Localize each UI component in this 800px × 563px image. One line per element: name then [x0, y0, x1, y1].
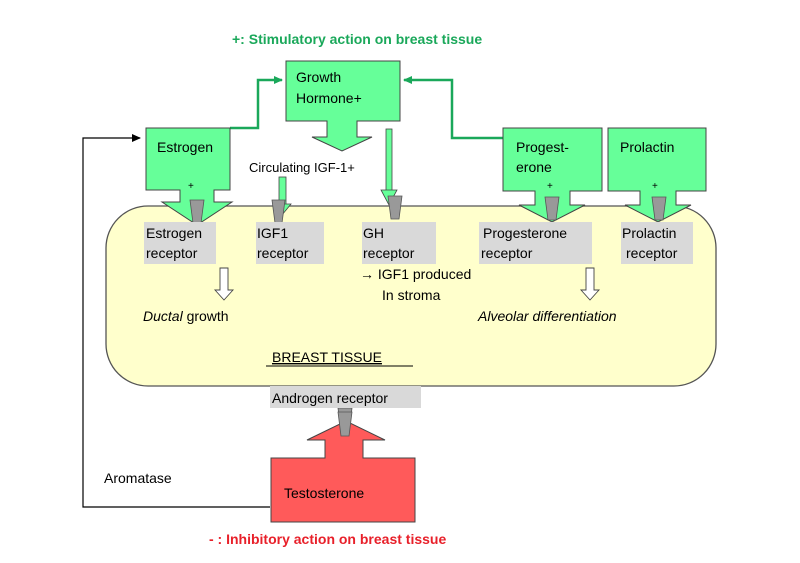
- gh-effect-line1: → IGF1 produced: [360, 266, 471, 282]
- stimulatory-legend: +: Stimulatory action on breast tissue: [232, 31, 482, 47]
- circulating-igf1-label: Circulating IGF-1+: [249, 160, 355, 175]
- progesterone-plus-sign: +: [547, 181, 553, 192]
- ductal-italic: Ductal: [143, 308, 184, 324]
- testosterone-node: Testosterone: [270, 420, 416, 523]
- progesterone-receptor-line2: receptor: [481, 245, 533, 261]
- prolactin-plus-sign: +: [652, 181, 658, 192]
- growth-hormone-node: Growth Hormone+: [285, 60, 401, 152]
- progesterone-receptor-plug: [544, 196, 560, 221]
- prolactin-receptor-line2: receptor: [626, 245, 678, 261]
- progesterone-node: Progest- erone +: [502, 127, 603, 223]
- igf1-receptor: IGF1 receptor: [256, 222, 324, 264]
- aromatase-feedback-arrow: [82, 134, 270, 508]
- alveolar-differentiation-arrow: [579, 267, 601, 301]
- estrogen-to-gh-connector: [230, 76, 283, 130]
- estrogen-receptor-line2: receptor: [146, 245, 198, 261]
- gh-receptor-line2: receptor: [363, 245, 415, 261]
- progesterone-to-gh-connector: [403, 76, 508, 140]
- estrogen-label: Estrogen: [157, 139, 213, 155]
- breast-tissue-title: BREAST TISSUE: [272, 349, 382, 365]
- igf1-receptor-line2: receptor: [257, 245, 309, 261]
- progesterone-receptor-line1: Progesterone: [483, 225, 567, 241]
- prolactin-receptor: Prolactin receptor: [621, 222, 693, 264]
- androgen-receptor: Androgen receptor: [270, 386, 421, 408]
- aromatase-label: Aromatase: [104, 470, 172, 486]
- estrogen-receptor-line1: Estrogen: [146, 225, 202, 241]
- gh-receptor: GH receptor: [362, 222, 436, 264]
- prolactin-label: Prolactin: [620, 139, 674, 155]
- estrogen-receptor: Estrogen receptor: [144, 222, 216, 264]
- androgen-receptor-plug-lower: [337, 411, 353, 437]
- alveolar-differentiation-label: Alveolar differentiation: [477, 308, 617, 324]
- gh-label-line1: Growth: [296, 69, 341, 85]
- prolactin-node: Prolactin +: [607, 127, 707, 223]
- progesterone-receptor: Progesterone receptor: [479, 222, 592, 264]
- igf1-receptor-line1: IGF1: [257, 225, 288, 241]
- ductal-rest: growth: [183, 308, 229, 324]
- gh-receptor-plug: [387, 195, 403, 220]
- inhibitory-legend: - : Inhibitory action on breast tissue: [209, 531, 446, 547]
- ductal-growth-label: Ductal growth: [143, 308, 229, 324]
- ductal-growth-arrow: [213, 267, 235, 301]
- gh-to-receptor-arrow: [380, 128, 398, 206]
- testosterone-label: Testosterone: [284, 485, 364, 501]
- gh-label-line2: Hormone+: [296, 90, 362, 106]
- gh-receptor-line1: GH: [363, 225, 384, 241]
- prolactin-receptor-line1: Prolactin: [622, 225, 676, 241]
- progesterone-label-line1: Progest-: [516, 139, 569, 155]
- estrogen-plus-sign: +: [188, 181, 194, 192]
- estrogen-node: Estrogen +: [145, 127, 234, 226]
- androgen-receptor-label: Androgen receptor: [272, 390, 388, 406]
- gh-effect-line2: In stroma: [382, 287, 441, 303]
- progesterone-label-line2: erone: [516, 159, 552, 175]
- prolactin-receptor-plug: [651, 196, 667, 221]
